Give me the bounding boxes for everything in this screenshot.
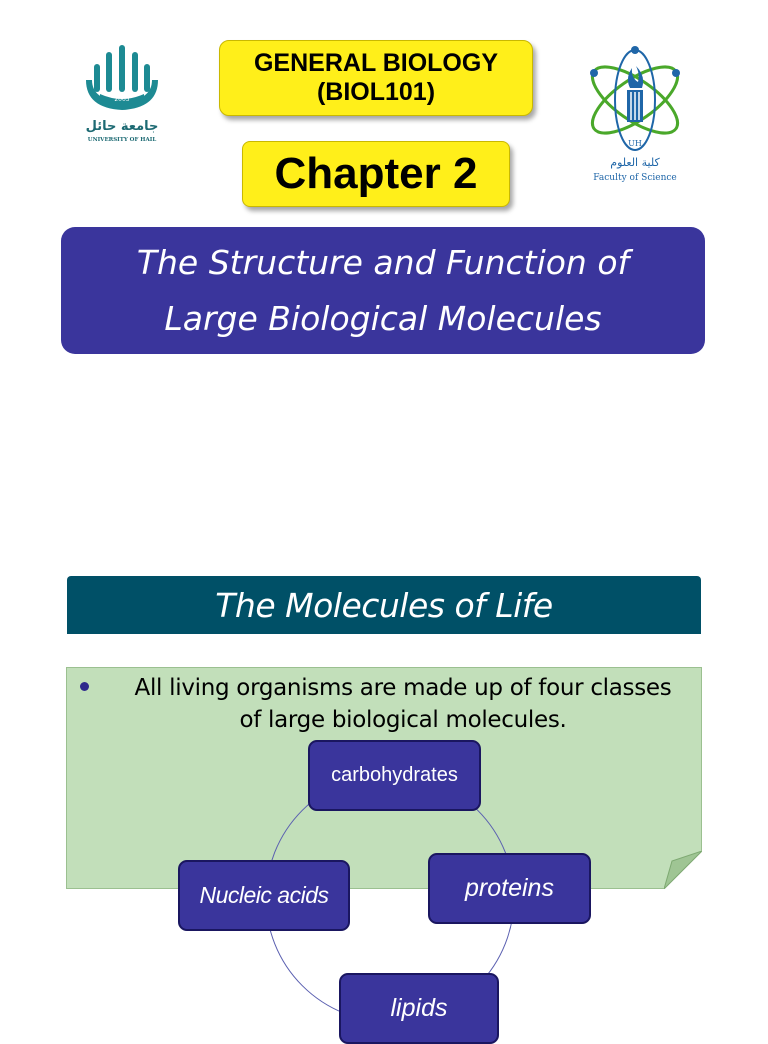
section-heading: The Molecules of Life bbox=[215, 585, 553, 625]
svg-text:UNIVERSITY OF HAIL: UNIVERSITY OF HAIL bbox=[88, 137, 157, 143]
page-curl-icon bbox=[662, 850, 703, 891]
node-nucleic-acids-label: Nucleic acids bbox=[199, 882, 330, 908]
faculty-of-science-logo: UH كلية العلوم Faculty of Science bbox=[580, 38, 690, 188]
title-line-2: Large Biological Molecules bbox=[164, 298, 602, 338]
svg-text:UH: UH bbox=[628, 139, 642, 148]
title-line-1: The Structure and Function of bbox=[136, 242, 630, 282]
node-lipids-label: lipids bbox=[390, 994, 448, 1022]
svg-text:2005: 2005 bbox=[114, 96, 129, 103]
course-code: (BIOL101) bbox=[316, 78, 436, 106]
node-lipids: lipids bbox=[339, 973, 499, 1044]
slide-title-banner: The Structure and Function of Large Biol… bbox=[61, 227, 705, 354]
section-heading-bar: The Molecules of Life bbox=[67, 576, 701, 634]
node-carbohydrates-label: carbohydrates bbox=[331, 764, 458, 786]
svg-text:Faculty of Science: Faculty of Science bbox=[593, 173, 676, 183]
course-title-box: GENERAL BIOLOGY (BIOL101) bbox=[219, 40, 533, 116]
node-proteins-label: proteins bbox=[465, 874, 554, 902]
bullet-text-line-1: All living organisms are made up of four… bbox=[134, 675, 672, 701]
course-title: GENERAL BIOLOGY bbox=[253, 49, 498, 77]
svg-text:جامعة حائل: جامعة حائل bbox=[86, 119, 159, 134]
svg-text:كلية العلوم: كلية العلوم bbox=[610, 156, 660, 169]
node-carbohydrates: carbohydrates bbox=[308, 740, 481, 811]
node-proteins: proteins bbox=[428, 853, 591, 924]
bullet-text-line-2: of large biological molecules. bbox=[239, 707, 567, 733]
university-of-hail-logo: 2005 جامعة حائل UNIVERSITY OF HAIL bbox=[72, 42, 172, 150]
bullet-text: All living organisms are made up of four… bbox=[103, 672, 703, 736]
chapter-label: Chapter 2 bbox=[274, 149, 478, 198]
bullet-icon bbox=[80, 682, 89, 691]
chapter-label-box: Chapter 2 bbox=[242, 141, 510, 207]
node-nucleic-acids: Nucleic acids bbox=[178, 860, 350, 931]
